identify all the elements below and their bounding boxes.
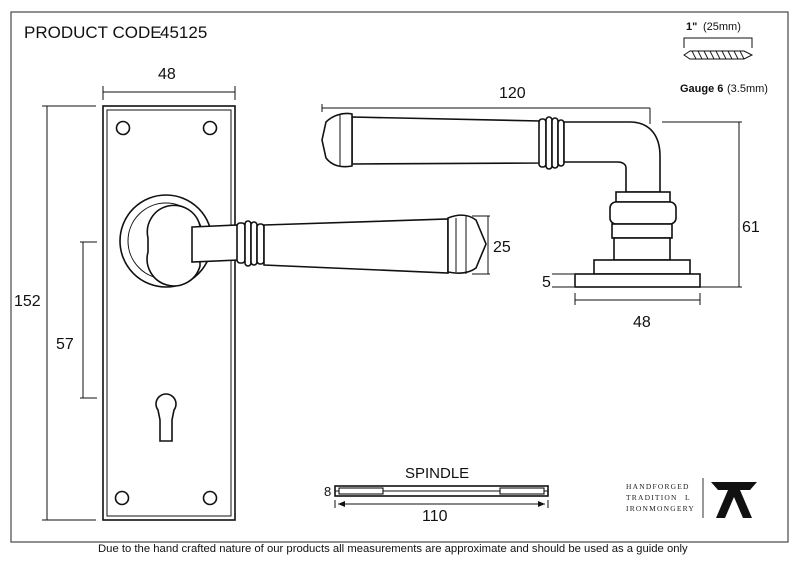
lever-end-cap [447, 214, 487, 274]
side-collar-ring [609, 201, 677, 225]
screw-icon [683, 50, 754, 60]
lever-length-value: 120 [499, 85, 526, 102]
dimension-plate-width: 48 [102, 66, 236, 100]
side-lever-grip [351, 116, 541, 165]
screw-hole-bottom-right [202, 490, 218, 506]
side-collar-lower [611, 223, 673, 239]
plate-height-value: 152 [14, 293, 41, 310]
lever-height-value: 25 [493, 239, 511, 256]
screw-length-label: 1" [686, 21, 697, 33]
side-lever-end-cap [321, 112, 353, 168]
drawing-frame [10, 11, 789, 543]
screw-hole-top-right [202, 120, 218, 136]
screw-spec: 1" (25mm) Gauge 6 (3.5mm) [680, 21, 768, 95]
side-collar-top [615, 191, 671, 203]
anvil-a-icon [711, 482, 757, 518]
dimension-centre-height: 57 [56, 241, 97, 399]
backplate [102, 105, 236, 521]
screw-length-metric: (25mm) [703, 21, 741, 33]
spindle-length-value: 110 [422, 508, 448, 525]
lever-neck [146, 204, 201, 287]
screw-hole-top-left [115, 120, 131, 136]
dimension-plate-height: 152 [14, 105, 96, 521]
plate-width-value: 48 [158, 66, 176, 83]
dimension-projection: 61 [662, 121, 760, 288]
centre-height-value: 57 [56, 336, 74, 353]
keyhole [155, 393, 177, 442]
product-code-label: PRODUCT CODE [24, 23, 162, 42]
spindle-thickness-value: 8 [324, 484, 331, 499]
screw-gauge-label: Gauge 6 [680, 83, 723, 95]
backplate-bevel [106, 109, 232, 517]
brand-line-2: TRADITION [626, 493, 678, 502]
side-backplate [574, 273, 701, 288]
brand-logo: HANDFORGED TRADITION L IRONMONGERY [626, 478, 757, 518]
projection-value: 61 [742, 219, 760, 236]
screw-gauge-metric: (3.5mm) [727, 83, 768, 95]
screw-dimension-bracket [683, 37, 753, 48]
spindle-end-left [338, 487, 384, 495]
side-rose [593, 259, 691, 275]
spindle-length-dimension [334, 500, 549, 508]
dimension-lever-height: 25 [472, 215, 511, 275]
rose-thickness-value: 5 [542, 274, 551, 291]
rose-width-value: 48 [633, 314, 651, 331]
dimension-rose-thickness: 5 [542, 273, 574, 291]
side-collar-base [613, 237, 671, 261]
spindle-label: SPINDLE [405, 465, 469, 482]
lever-arm [191, 224, 239, 263]
spindle-end-right [499, 487, 545, 495]
lever-grip [263, 218, 449, 274]
product-code-value: 45125 [160, 23, 207, 42]
brand-line-1: HANDFORGED [626, 482, 690, 491]
screw-hole-bottom-left [114, 490, 130, 506]
lever-front-view [119, 194, 487, 288]
spindle: SPINDLE 8 110 [324, 465, 549, 525]
brand-line-2-mark: L [685, 493, 691, 502]
backplate-outer [102, 105, 236, 521]
brand-line-3: IRONMONGERY [626, 504, 695, 513]
side-lever-bend [563, 121, 661, 193]
lever-side-view [321, 112, 701, 288]
footer-disclaimer: Due to the hand crafted nature of our pr… [98, 543, 688, 555]
dimension-lever-length: 120 [321, 85, 651, 124]
dimension-rose-width: 48 [574, 293, 701, 331]
